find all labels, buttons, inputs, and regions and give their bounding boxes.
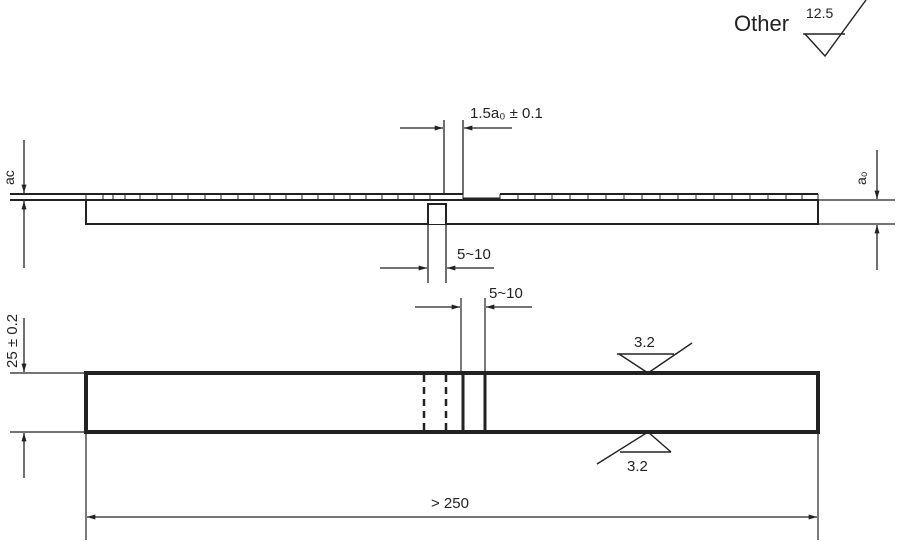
roughness-bottom-value: 3.2 [627, 458, 648, 475]
roughness-symbol-icon [803, 0, 867, 58]
roughness-top-value: 3.2 [634, 334, 655, 351]
base-plate [85, 199, 819, 225]
slot-width-top-dimension: 5~10 [489, 285, 523, 302]
roughness-top-icon [617, 342, 693, 374]
top-layer [10, 193, 818, 201]
right-thickness-label: a₀ [853, 171, 869, 185]
length-dimension: > 250 [431, 495, 469, 512]
top-view: 5~10 25 ± 0.2 > 250 3.2 3.2 [4, 285, 820, 540]
left-thickness-label: aᴄ [1, 170, 17, 185]
roughness-note-value: 12.5 [806, 5, 833, 21]
notch-width-dimension: 5~10 [457, 246, 491, 263]
roughness-note: Other 12.5 [734, 0, 867, 58]
width-dimension: 25 ± 0.2 [4, 314, 21, 368]
side-view: 1.5a₀ ± 0.1 5~10 aᴄ a₀ [1, 105, 895, 283]
specimen-outline [84, 371, 820, 434]
roughness-note-label: Other [734, 11, 789, 36]
roughness-bottom-icon [596, 431, 672, 465]
slot-width-dimension: 1.5a₀ ± 0.1 [470, 105, 543, 122]
notch [427, 203, 447, 224]
